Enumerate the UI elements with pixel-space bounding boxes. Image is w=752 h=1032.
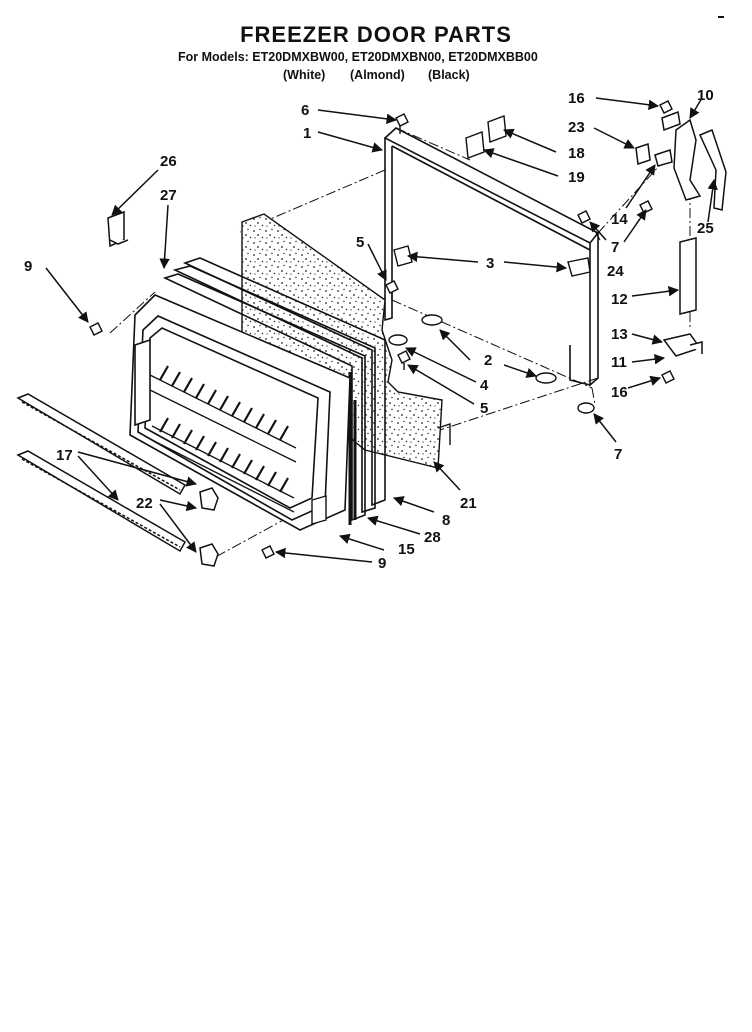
callout-5-lower: 5 — [480, 400, 488, 417]
callout-6: 6 — [301, 102, 309, 119]
callout-21: 21 — [460, 495, 477, 512]
rail-end-caps — [199, 487, 219, 567]
callout-16: 16 — [568, 90, 585, 107]
callout-5: 5 — [356, 234, 364, 251]
callout-28: 28 — [424, 529, 441, 546]
callout-7-lower: 7 — [614, 446, 622, 463]
callout-labels: 6 1 26 27 9 5 3 16 10 23 18 19 14 7 25 2… — [24, 87, 714, 572]
callout-12: 12 — [611, 291, 628, 308]
corner-mark — [718, 16, 724, 18]
callout-19: 19 — [568, 169, 585, 186]
hinge-assembly — [635, 110, 727, 357]
callout-1: 1 — [303, 125, 311, 142]
inner-door-liner — [129, 294, 351, 531]
callout-3: 3 — [486, 255, 494, 272]
callout-22: 22 — [136, 495, 153, 512]
callout-16-lower: 16 — [611, 384, 628, 401]
callout-7: 7 — [611, 239, 619, 256]
callout-10: 10 — [697, 87, 714, 104]
door-stops — [388, 245, 595, 414]
label-cards — [465, 115, 507, 159]
callout-4: 4 — [480, 377, 489, 394]
callout-18: 18 — [568, 145, 585, 162]
callout-17: 17 — [56, 447, 73, 464]
hardware-screws — [89, 100, 675, 559]
callout-24: 24 — [607, 263, 624, 280]
callout-15: 15 — [398, 541, 415, 558]
callout-9: 9 — [24, 258, 32, 275]
bottom-trim — [311, 495, 327, 525]
callout-14: 14 — [611, 211, 628, 228]
leader-lines — [45, 97, 718, 563]
callout-9-lower: 9 — [378, 555, 386, 572]
page-title: FREEZER DOOR PARTS — [240, 22, 512, 47]
callout-26: 26 — [160, 153, 177, 170]
callout-27: 27 — [160, 187, 177, 204]
callout-23: 23 — [568, 119, 585, 136]
outer-door-panel — [383, 127, 600, 387]
color-white-label: (White) — [283, 68, 326, 82]
bracket-26 — [107, 210, 129, 248]
color-almond-label: (Almond) — [350, 68, 405, 82]
callout-25: 25 — [697, 220, 714, 237]
models-line: For Models: ET20DMXBW00, ET20DMXBN00, ET… — [178, 50, 538, 64]
callout-8: 8 — [442, 512, 450, 529]
callout-13: 13 — [611, 326, 628, 343]
color-black-label: (Black) — [428, 68, 470, 82]
callout-2: 2 — [484, 352, 492, 369]
callout-11: 11 — [611, 354, 627, 371]
door-strip-21 — [437, 423, 451, 445]
